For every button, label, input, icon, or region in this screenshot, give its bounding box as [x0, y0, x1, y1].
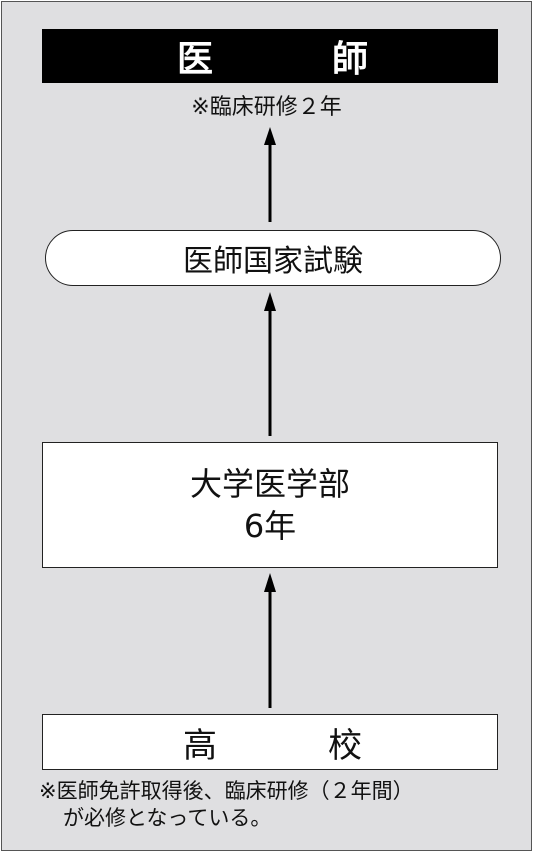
footnote-line-1: ※医師免許取得後、臨床研修（２年間）	[39, 779, 414, 803]
footnote: ※医師免許取得後、臨床研修（２年間） が必修となっている。	[39, 778, 414, 832]
arrow-exam-to-doctor	[264, 127, 276, 222]
high-school-left-char: 高	[183, 725, 217, 766]
title-bar-doctor: 医 師	[42, 29, 498, 83]
high-school-box: 高 校	[42, 714, 498, 770]
title-left-char: 医	[177, 39, 214, 80]
high-school-right-char: 校	[328, 725, 362, 766]
medical-school-box: 大学医学部 6年	[42, 442, 498, 568]
national-exam-box: 医師国家試験	[45, 230, 501, 286]
national-exam-label: 医師国家試験	[183, 244, 363, 279]
clinical-training-note: ※臨床研修２年	[191, 95, 342, 120]
medical-school-years: 6年	[243, 507, 297, 545]
footnote-line-2: が必修となっている。	[63, 806, 272, 830]
arrow-school-to-exam	[264, 292, 276, 436]
medical-school-label: 大学医学部	[189, 465, 350, 503]
title-right-char: 師	[331, 39, 368, 80]
arrow-highschool-to-school	[264, 573, 276, 708]
